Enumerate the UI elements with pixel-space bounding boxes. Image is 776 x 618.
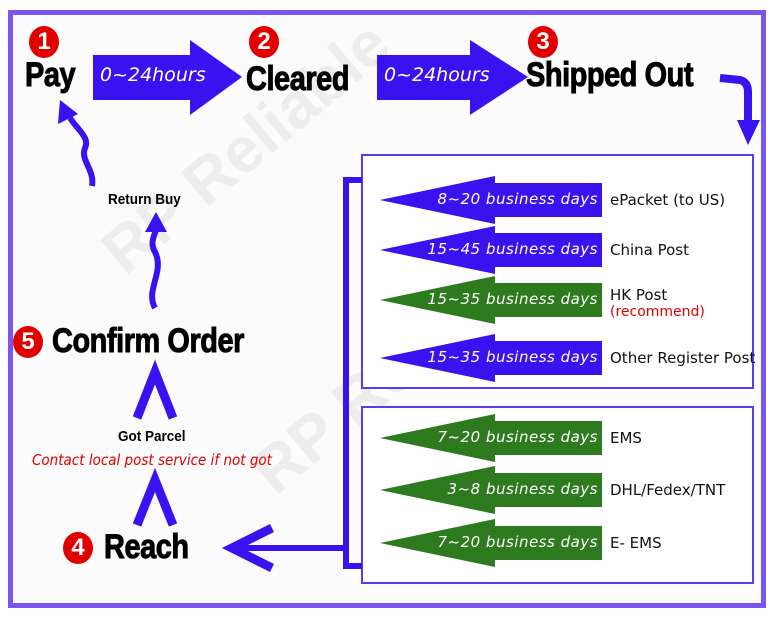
chevron-up-icon [132,359,178,420]
step-number-badge: 1 [29,26,59,58]
contact-note: Contact local post service if not got [32,451,272,469]
got-parcel-label: Got Parcel [118,428,186,445]
carrier-name: E- EMS [610,534,662,552]
step-number-badge: 3 [528,26,558,58]
wavy-arrow-head [58,100,78,124]
shipping-arrow [380,276,602,324]
duration-label: 0~24hours [100,64,206,86]
bent-arrow-head [737,120,760,145]
wavy-arrow-head [145,212,167,232]
arrow-to-reach-head [221,523,275,573]
business-days-label: 15~35 business days [427,290,598,308]
carrier-name: HK Post [610,286,668,304]
shipping-arrow [380,176,602,224]
business-days-label: 3~8 business days [447,480,598,498]
carrier-name: EMS [610,429,642,447]
business-days-label: 15~35 business days [427,348,598,366]
shipping-arrow [380,466,602,514]
step-reach: Reach [104,528,190,567]
chevron-up-icon [132,467,178,527]
business-days-label: 7~20 business days [437,533,598,551]
business-days-label: 8~20 business days [437,190,598,208]
bent-arrow-down [719,74,752,122]
duration-label: 0~24hours [384,64,490,86]
bracket-line [343,177,362,569]
carrier-name: ePacket (to US) [610,191,726,209]
carrier-name: DHL/Fedex/TNT [610,481,726,499]
shipping-arrow [380,334,602,382]
business-days-label: 15~45 business days [427,240,598,258]
step-number-badge: 4 [63,532,93,564]
step-pay: Pay [25,56,76,95]
arrow-cleared-to-shipped [377,40,528,115]
recommend-note: (recommend) [610,304,705,320]
step-confirm-order: Confirm Order [52,322,245,361]
carrier-name: China Post [610,241,689,259]
arrow-pay-to-cleared [93,40,242,115]
return-buy-label: Return Buy [108,191,181,208]
step-cleared: Cleared [246,60,350,99]
business-days-label: 7~20 business days [437,428,598,446]
wavy-arrow-to-pay [67,116,96,187]
step-number-badge: 2 [249,26,279,58]
step-number-badge: 5 [13,326,43,358]
shipping-arrow [380,414,602,462]
shipping-arrow [380,226,602,274]
shipping-arrow [380,519,602,567]
wavy-arrow-to-return-buy [149,225,161,310]
carrier-name: Other Register Post [610,349,756,367]
step-shipped-out: Shipped Out [526,56,694,95]
